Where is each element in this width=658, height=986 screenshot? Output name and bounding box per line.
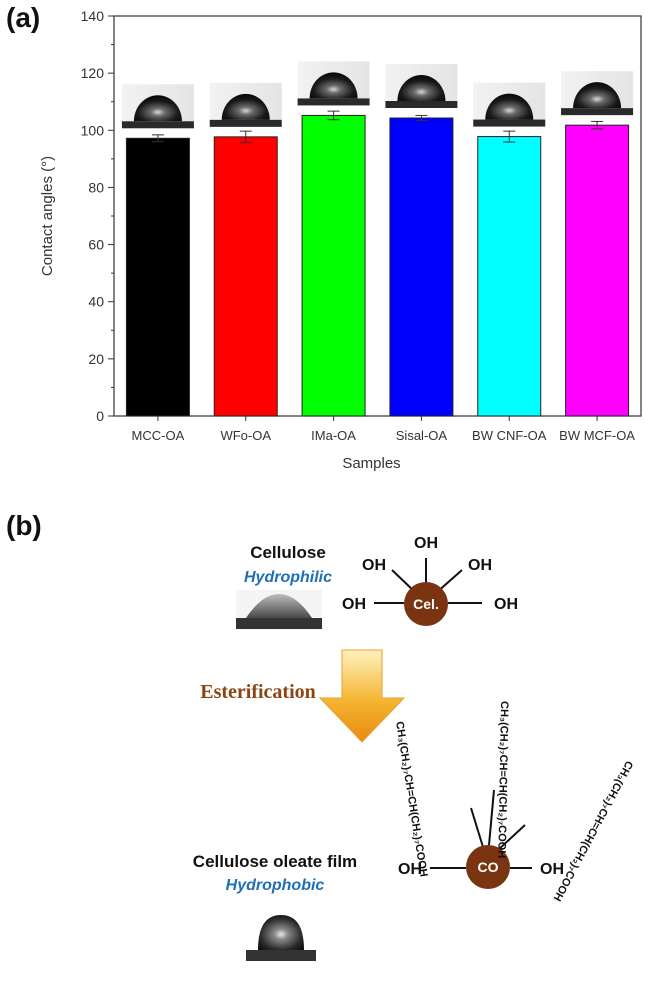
hydrophobic-droplet-image: [246, 900, 316, 964]
y-tick-label: 20: [88, 351, 104, 367]
water-droplet-icon: [121, 84, 194, 129]
x-tick-label: IMa-OA: [311, 428, 356, 443]
y-axis-label: Contact angles (°): [39, 156, 56, 276]
oleate-core: [466, 845, 510, 889]
oh-group: OH: [362, 557, 386, 574]
y-tick-label: 100: [81, 122, 105, 138]
water-droplet-icon: [297, 61, 370, 106]
film-title: Cellulose oleate film: [193, 852, 357, 871]
x-tick-label: BW MCF-OA: [559, 428, 635, 443]
hydrophilic-droplet-image: [236, 590, 322, 630]
oleate-core-label: CO: [478, 859, 499, 875]
droplet-images: [121, 61, 634, 129]
y-tick-label: 40: [88, 294, 104, 310]
water-droplet-icon: [385, 64, 458, 108]
y-tick-label: 140: [81, 8, 105, 24]
oh-group: OH: [494, 596, 518, 613]
bar: [477, 136, 542, 417]
bar: [125, 137, 190, 417]
y-tick-label: 60: [88, 237, 104, 253]
oh-group: OH: [342, 596, 366, 613]
water-droplet-icon: [209, 82, 282, 127]
oh-group: OH: [414, 535, 438, 552]
x-axis-label: Samples: [342, 455, 400, 472]
x-tick-label: WFo-OA: [220, 428, 271, 443]
y-tick-label: 0: [96, 408, 104, 424]
esterification-scheme: Cellulose Hydrophilic Cel. OH OH OH OH O…: [193, 535, 635, 964]
x-tick-label: Sisal-OA: [396, 428, 448, 443]
bar: [389, 117, 454, 417]
oleate-chain-3: CH₃(CH₂)₇CH=CH(CH₂)₇COOH: [551, 759, 635, 903]
bar: [565, 124, 630, 417]
water-droplet-icon: [561, 71, 634, 116]
cellulose-title: Cellulose: [250, 543, 326, 562]
x-tick-label: MCC-OA: [132, 428, 185, 443]
chart-axes: [108, 15, 642, 421]
cellulose-core-label: Cel.: [413, 596, 439, 612]
bar: [213, 136, 278, 417]
y-tick-label: 120: [81, 65, 105, 81]
water-droplet-icon: [473, 82, 546, 127]
cellulose-oleate-molecule: CO OH OH CH₃(CH₂)₇CH=CH(CH₂)₇COOH CH₃(CH…: [393, 701, 635, 903]
oleate-chain-1: CH₃(CH₂)₇CH=CH(CH₂)₇COOH: [393, 721, 429, 878]
y-tick-label: 80: [88, 179, 104, 195]
chart-bars: [125, 110, 630, 417]
x-tick-label: BW CNF-OA: [472, 428, 547, 443]
reaction-label: Esterification: [200, 681, 316, 703]
oh-group: OH: [540, 861, 564, 878]
oh-group: OH: [398, 861, 422, 878]
cellulose-molecule: Cel. OH OH OH OH OH: [342, 535, 518, 626]
panel-label-a: (a): [6, 2, 41, 33]
cellulose-core: [404, 582, 448, 626]
panel-label-b: (b): [6, 510, 42, 541]
bar: [301, 114, 366, 417]
film-property: Hydrophobic: [226, 877, 325, 894]
cellulose-property: Hydrophilic: [244, 569, 332, 586]
reaction-arrow: [318, 649, 406, 743]
oh-group: OH: [468, 557, 492, 574]
oleate-chain-2: CH₃(CH₂)₇CH=CH(CH₂)₇COOH: [495, 701, 510, 858]
